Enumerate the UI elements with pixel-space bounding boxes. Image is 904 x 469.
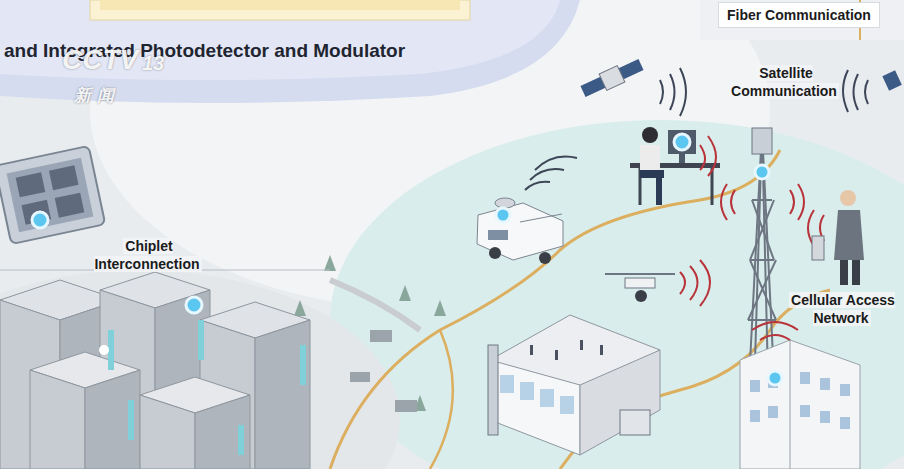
watermark: CCTV <box>62 44 138 76</box>
box-text: Fiber Communication <box>727 7 871 23</box>
label-box: Fiber Communication <box>718 2 880 28</box>
region-label: Cellular Access Network <box>784 291 900 327</box>
watermark: 新闻 <box>74 84 120 107</box>
watermark: 13 <box>142 52 164 75</box>
region-label: Satellite Communication <box>720 64 850 100</box>
region-label: Chiplet Interconnection <box>88 237 208 273</box>
